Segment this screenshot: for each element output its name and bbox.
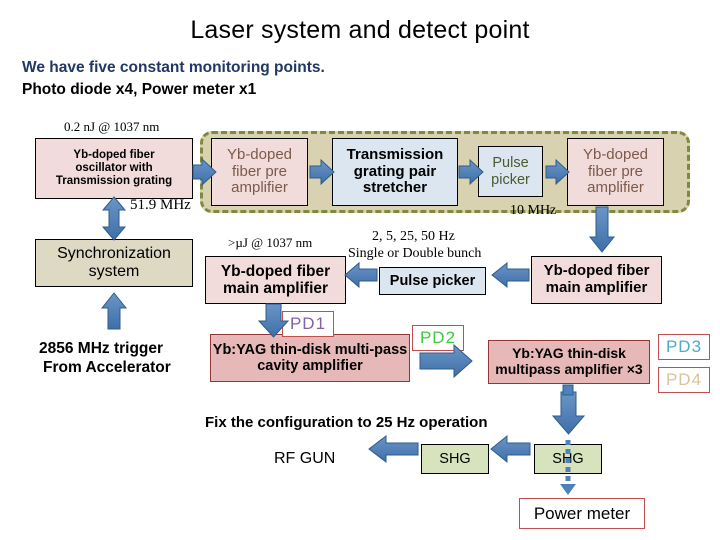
node-power-meter[interactable]: Power meter	[519, 498, 645, 529]
node-rf-gun: RF GUN	[274, 450, 336, 467]
node-yb-fiber-oscillator[interactable]: Yb-doped fiber oscillator with Transmiss…	[35, 138, 193, 199]
node-yb-fiber-pre-amplifier-2[interactable]: Yb-doped fiber pre amplifier	[567, 138, 664, 206]
arrow-preamp2-to-mainamp-right	[588, 206, 616, 253]
node-oscillator-line-3: Transmission grating	[55, 174, 173, 187]
arrow-shg-left-to-rf-gun	[368, 434, 419, 464]
annotation-preamp-rep-rate: 10 MHz	[510, 203, 557, 218]
detector-pd2[interactable]: PD2	[412, 325, 464, 351]
node-pulse-picker-top[interactable]: Pulse picker	[478, 146, 543, 197]
detector-pd3[interactable]: PD3	[658, 334, 710, 360]
detector-pd4[interactable]: PD4	[658, 367, 710, 393]
arrow-pulsepicker-mid-to-mainamp-left	[344, 261, 378, 289]
node-oscillator-line-2: oscillator with	[75, 162, 153, 175]
node-yb-fiber-main-amplifier-right[interactable]: Yb-doped fiber main amplifier	[531, 256, 662, 304]
node-shg-left[interactable]: SHG	[421, 444, 489, 474]
connector-multipass-output	[562, 384, 574, 396]
arrow-shg-right-to-shg-left	[490, 434, 531, 464]
subtitle-line-2: Photo diode x4, Power meter x1	[22, 81, 257, 98]
arrow-oscillator-sync-bidirectional	[101, 196, 127, 241]
annotation-pulse-rates: 2, 5, 25, 50 Hz	[372, 229, 455, 244]
annotation-oscillator-rep-rate: 51.9 MHz	[130, 197, 191, 213]
page-title: Laser system and detect point	[190, 16, 530, 44]
annotation-main-amp-energy: >µJ @ 1037 nm	[228, 235, 313, 250]
subtitle-line-1: We have five constant monitoring points.	[22, 59, 325, 76]
node-oscillator-line-1: Yb-doped fiber	[73, 149, 155, 162]
arrow-multipass-to-shg-right	[551, 391, 586, 435]
arrow-trigger-to-sync	[100, 292, 128, 330]
detector-pd1[interactable]: PD1	[282, 311, 334, 337]
node-yb-fiber-main-amplifier-left[interactable]: Yb-doped fiber main amplifier	[205, 256, 346, 304]
annotation-bunch-mode: Single or Double bunch	[348, 246, 482, 261]
node-shg-right[interactable]: SHG	[534, 444, 602, 474]
annotation-trigger-line-2: From Accelerator	[43, 359, 171, 376]
annotation-trigger-line-1: 2856 MHz trigger	[39, 340, 164, 357]
annotation-oscillator-energy: 0.2 nJ @ 1037 nm	[64, 119, 160, 134]
node-synchronization-system[interactable]: Synchronization system	[35, 239, 193, 287]
arrow-mainamp-right-to-pulsepicker-mid	[491, 261, 530, 289]
node-yb-fiber-pre-amplifier-1[interactable]: Yb-doped fiber pre amplifier	[211, 138, 308, 206]
node-thin-disk-cavity-amplifier[interactable]: Yb:YAG thin-disk multi-pass cavity ampli…	[210, 334, 410, 382]
annotation-fix-configuration: Fix the configuration to 25 Hz operation	[205, 414, 488, 431]
node-pulse-picker-middle[interactable]: Pulse picker	[379, 267, 486, 295]
node-transmission-grating-stretcher[interactable]: Transmission grating pair stretcher	[332, 138, 458, 206]
node-thin-disk-multipass-amplifier[interactable]: Yb:YAG thin-disk multipass amplifier ×3	[488, 340, 650, 384]
